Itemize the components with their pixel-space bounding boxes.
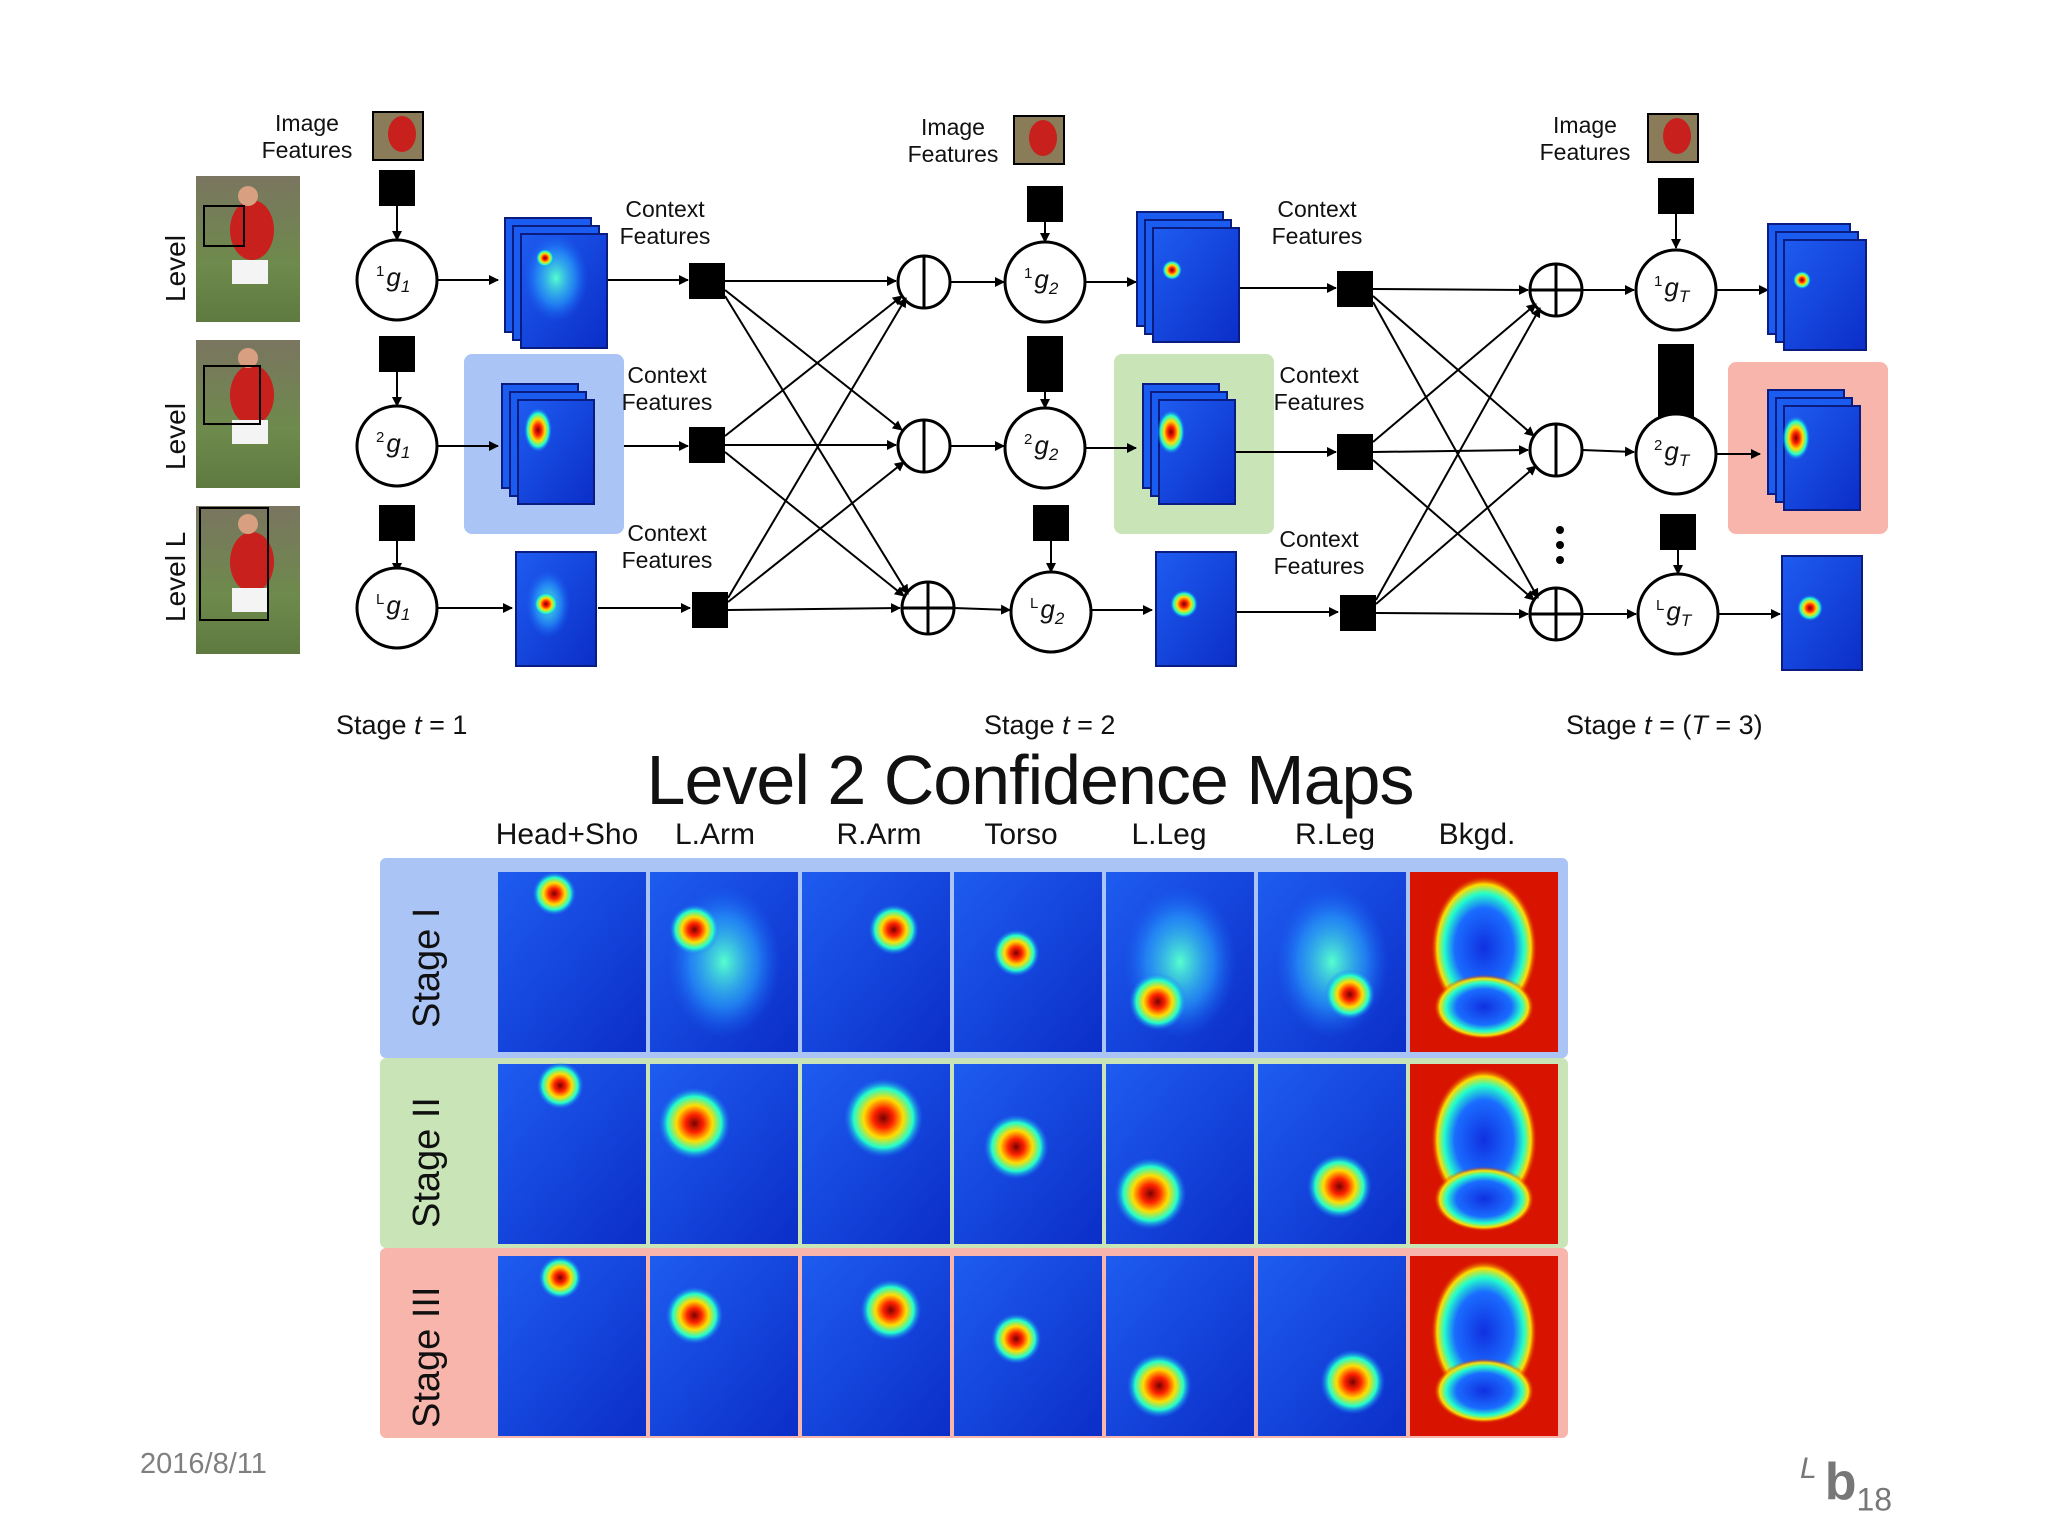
confidence-maps-title: Level 2 Confidence Maps <box>646 741 1415 819</box>
belief-map-1-L <box>515 551 597 667</box>
column-header-l-arm: L.Arm <box>674 818 755 851</box>
confidence-map-stage-iii-l-arm <box>650 1256 798 1436</box>
node-2g1: 2g1 <box>376 428 411 463</box>
row-label-level-2: Level <box>160 403 191 470</box>
belief-map-stack-1-2 <box>1136 211 1240 343</box>
belief-map-stack-2-1 <box>501 383 595 505</box>
vertical-ellipsis <box>1556 526 1564 564</box>
confidence-map-stage-iii-head-sho <box>498 1256 646 1436</box>
node-2gT: 2gT <box>1654 436 1690 471</box>
node-Lg2: Lg2 <box>1030 594 1065 629</box>
image-features-thumb-1 <box>372 111 424 161</box>
stage-label-1: Stage t = 1 <box>336 710 468 740</box>
confidence-map-stage-iii-r-arm <box>802 1256 950 1436</box>
confidence-map-stage-ii-l-leg <box>1106 1064 1254 1244</box>
input-photo-level-L <box>196 506 300 654</box>
belief-map-stack-2-2 <box>1142 383 1236 505</box>
footer-date: 2016/8/11 <box>140 1448 267 1480</box>
horizontal-arrows <box>437 275 1781 619</box>
page-number: 18 <box>1856 1481 1893 1518</box>
row-label-stage-1: Stage I <box>406 907 448 1028</box>
node-2g2: 2g2 <box>1024 430 1059 465</box>
confidence-map-stage-iii-torso <box>954 1256 1102 1436</box>
row-label-stage-2: Stage II <box>406 1097 448 1228</box>
node-LgT: LgT <box>1656 596 1692 631</box>
node-1g2: 1g2 <box>1024 264 1059 299</box>
confidence-map-stage-i-torso <box>954 872 1102 1052</box>
column-header-head-sho: Head+Sho <box>495 818 639 851</box>
stage-label-3: Stage t = (T = 3) <box>1566 710 1763 740</box>
column-header-l-leg: L.Leg <box>1131 818 1207 851</box>
confidence-map-stage-i-l-arm <box>650 872 798 1052</box>
belief-map-stack-2-T <box>1767 389 1861 511</box>
confidence-map-stage-iii-l-leg <box>1106 1256 1254 1436</box>
confidence-map-stage-ii-head-sho <box>498 1062 646 1244</box>
row-label-level-1: Level <box>160 235 191 302</box>
confidence-map-stage-ii-l-arm <box>650 1064 798 1244</box>
confidence-map-stage-i-head-sho <box>498 872 646 1052</box>
confidence-map-stage-ii-r-leg <box>1258 1064 1406 1244</box>
confidence-map-stage-i-l-leg <box>1106 872 1254 1052</box>
input-photo-level-1 <box>196 176 300 322</box>
input-photo-level-2 <box>196 340 300 488</box>
feature-squares <box>379 170 1696 631</box>
row-label-level-L: Level L <box>160 531 191 622</box>
confidence-map-stage-ii-torso <box>954 1064 1102 1244</box>
image-features-thumb-3 <box>1647 113 1699 163</box>
confidence-map-stage-iii-r-leg <box>1258 1256 1406 1436</box>
belief-map-2-L <box>1155 551 1237 667</box>
image-features-thumb-2 <box>1013 115 1065 165</box>
belief-map-T-L <box>1781 555 1863 671</box>
node-Lg1: Lg1 <box>376 590 411 625</box>
belief-map-stack-1-1 <box>504 217 608 349</box>
stage-label-2: Stage t = 2 <box>984 710 1116 740</box>
column-header-r-arm: R.Arm <box>836 818 922 851</box>
confidence-map-stage-i-r-leg <box>1258 872 1406 1052</box>
confidence-map-stage-iii-bkgd- <box>1410 1256 1558 1436</box>
column-header-bkgd: Bkgd. <box>1438 818 1516 851</box>
node-1gT: 1gT <box>1654 272 1690 307</box>
confidence-map-stage-ii-bkgd- <box>1410 1064 1558 1244</box>
confidence-map-stage-i-r-arm <box>802 872 950 1052</box>
column-header-r-leg: R.Leg <box>1294 818 1376 851</box>
confidence-map-stage-ii-r-arm <box>802 1064 950 1244</box>
confidence-map-grid <box>498 872 1558 1436</box>
node-1g1: 1g1 <box>376 262 411 297</box>
belief-map-stack-1-T <box>1767 223 1867 351</box>
column-header-torso: Torso <box>984 818 1058 851</box>
confidence-map-stage-i-bkgd- <box>1410 872 1558 1052</box>
row-label-stage-3: Stage III <box>406 1286 448 1428</box>
